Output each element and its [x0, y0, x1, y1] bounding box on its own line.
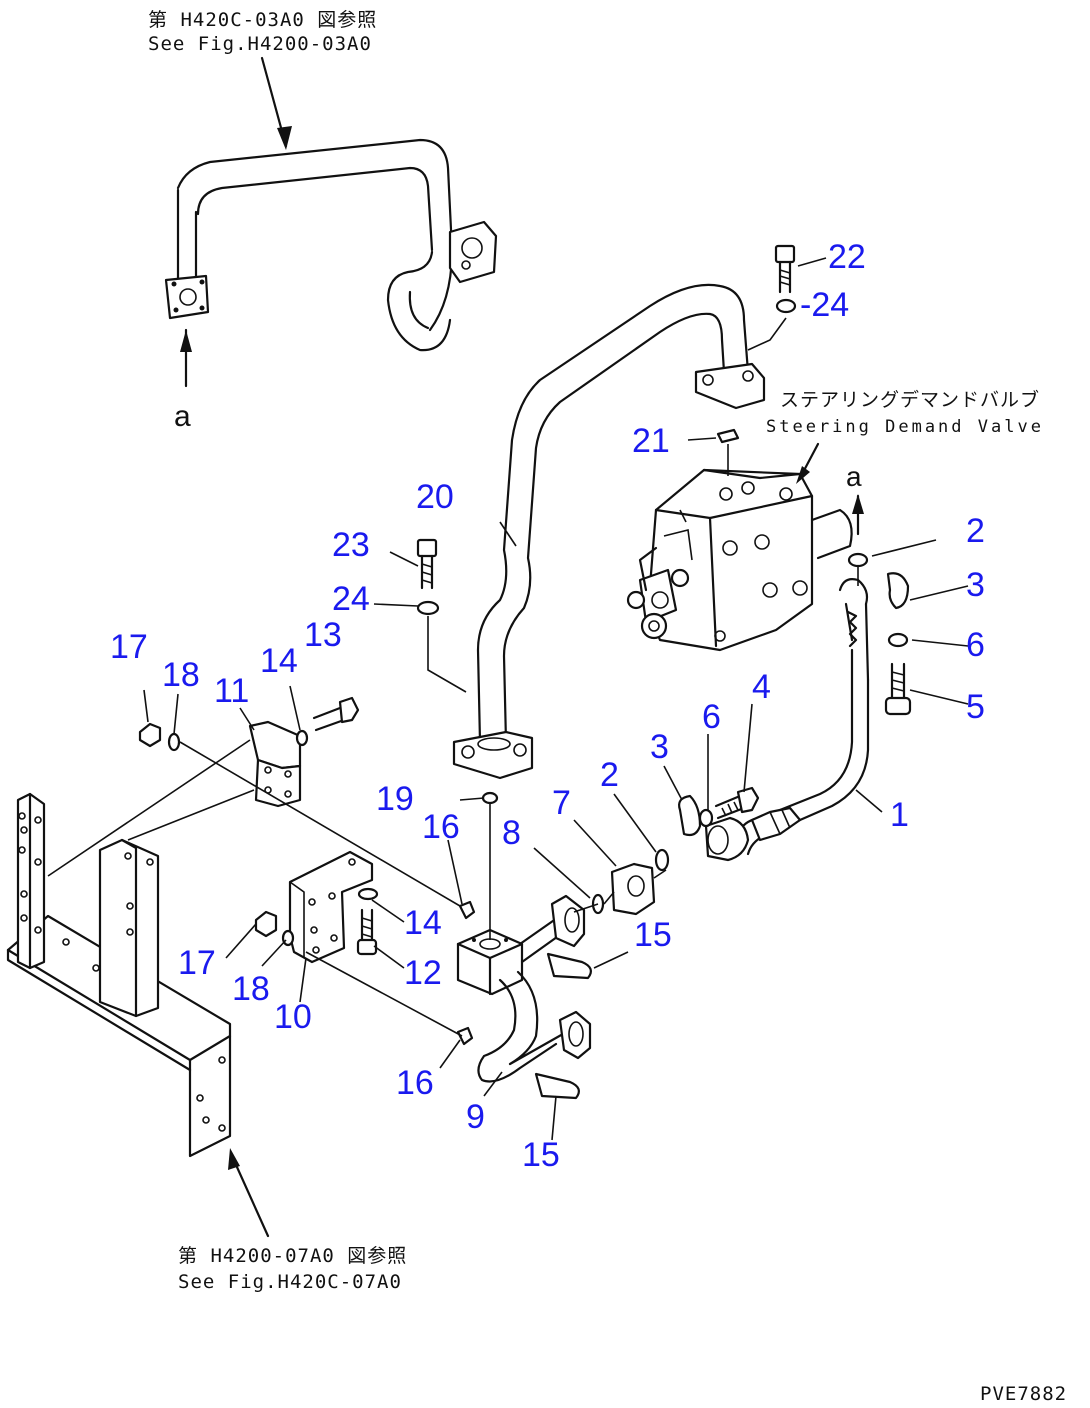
- callout-22: 22: [828, 238, 866, 276]
- callout-23: 23: [332, 526, 370, 564]
- washer-14-lower: [357, 887, 379, 901]
- steering-demand-valve: [626, 468, 853, 652]
- callout-20: 20: [416, 478, 454, 516]
- callout-5: 5: [966, 688, 985, 726]
- pipe-1: [704, 552, 870, 862]
- callout-6-left: 6: [702, 698, 721, 736]
- pipe-9: [477, 894, 592, 1083]
- drawing-code: PVE7882: [980, 1383, 1067, 1405]
- callout-17-upper: 17: [110, 628, 148, 666]
- washer-6-right: [887, 632, 909, 648]
- marker-a-valve: a: [846, 461, 862, 492]
- callout-12: 12: [404, 954, 442, 992]
- part-callouts: 22 -24 21 20 2 3 6 5 23 24 13 17 18 11 1…: [110, 238, 985, 1174]
- bolt-22: [774, 244, 796, 294]
- washer-14-upper: [295, 729, 309, 747]
- callout-24-lower: 24: [332, 580, 370, 618]
- callout-11: 11: [214, 672, 249, 710]
- callout-3-right: 3: [966, 566, 985, 604]
- clip-15-lower: [534, 1072, 580, 1100]
- callout-2-upper: 2: [966, 512, 985, 550]
- callout-17-lower: 17: [178, 944, 216, 982]
- callout-10: 10: [274, 998, 312, 1036]
- plug-19: [481, 791, 499, 805]
- reference-bottom-jp: 第 H4200-07A0 図参照: [178, 1245, 407, 1267]
- callout-21: 21: [632, 422, 670, 460]
- marker-a-top: a: [174, 400, 191, 433]
- valve-label-en: Steering Demand Valve: [766, 417, 1044, 437]
- washer-18-lower: [281, 929, 295, 947]
- washer-24-lower: [416, 600, 440, 616]
- plug-21: [716, 428, 740, 444]
- plate-11: [248, 720, 302, 808]
- callout-3-left: 3: [650, 728, 669, 766]
- washer-24-upper: [775, 298, 797, 314]
- callout-18-lower: 18: [232, 970, 270, 1008]
- callout-9: 9: [466, 1098, 485, 1136]
- callout-leaders: [143, 257, 969, 1141]
- washer-18-upper: [167, 732, 181, 752]
- callout-19: 19: [376, 780, 414, 818]
- callout-7: 7: [552, 784, 571, 822]
- marker-a-arrow-top: [180, 328, 192, 388]
- callout-14-upper: 14: [260, 642, 298, 680]
- marker-a-arrow-valve: [852, 494, 864, 536]
- reference-bottom-en: See Fig.H420C-07A0: [178, 1271, 402, 1293]
- split-flange-3-left: [678, 794, 702, 837]
- callout-2-lower: 2: [600, 756, 619, 794]
- pipe-20: [452, 283, 766, 780]
- upper-reference-pipe: [164, 138, 498, 352]
- reference-top-en: See Fig.H4200-03A0: [148, 33, 372, 55]
- nut-17-upper: [138, 722, 162, 748]
- bolt-5: [884, 662, 912, 716]
- callout-15-upper: 15: [634, 916, 672, 954]
- callout-6-right: 6: [966, 626, 985, 664]
- bolt-4: [714, 786, 760, 820]
- callout-16-lower: 16: [396, 1064, 434, 1102]
- nut-17-lower: [254, 910, 278, 938]
- reference-top-jp: 第 H420C-03A0 図参照: [148, 9, 377, 31]
- callout-4: 4: [752, 668, 771, 706]
- nut-16-lower: [456, 1026, 474, 1046]
- bolt-12: [356, 908, 378, 956]
- o-ring-2-lower: [654, 848, 670, 872]
- split-flange-3-right: [886, 572, 910, 610]
- assembly-lines: [47, 566, 859, 1037]
- callout-13: 13: [304, 616, 342, 654]
- callout-24-upper: -24: [800, 286, 849, 324]
- bolt-23: [416, 538, 438, 590]
- callout-8: 8: [502, 814, 521, 852]
- block-7: [610, 862, 656, 916]
- bolt-13: [312, 696, 360, 732]
- callout-15-lower: 15: [522, 1136, 560, 1174]
- callout-16-upper: 16: [422, 808, 460, 846]
- callout-18-upper: 18: [162, 656, 200, 694]
- valve-label-jp: ステアリングデマンドバルブ: [780, 388, 1040, 411]
- callout-14-lower: 14: [404, 904, 442, 942]
- top-reference-leader: [260, 56, 292, 150]
- clip-15-upper: [546, 952, 592, 980]
- bottom-reference-leader: [228, 1148, 270, 1238]
- bracket-frame: [6, 792, 232, 1158]
- washer-6-left: [698, 808, 714, 828]
- nut-16-upper: [458, 900, 476, 920]
- callout-1: 1: [890, 796, 909, 834]
